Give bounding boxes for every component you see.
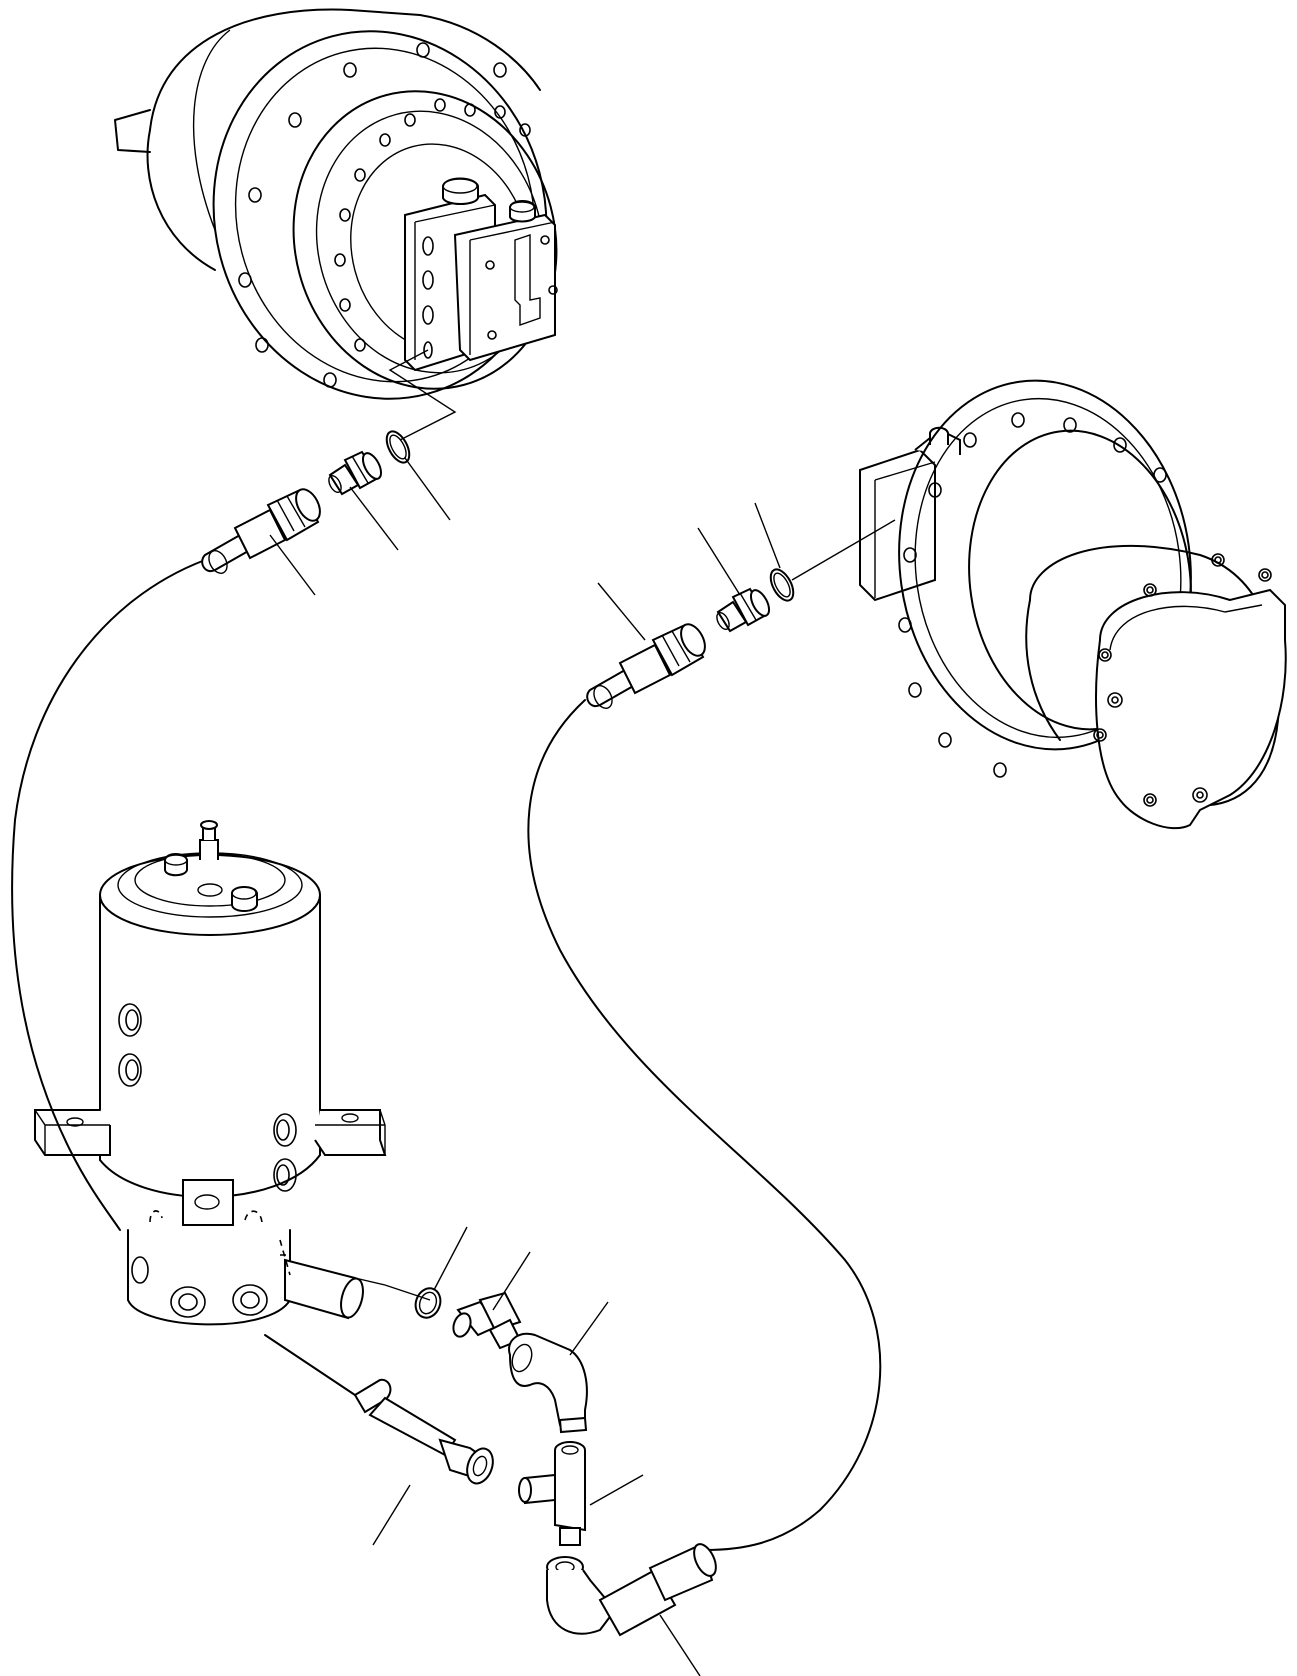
- elbow-upper: [508, 1332, 588, 1434]
- o-ring-swivel: [414, 1287, 442, 1319]
- tee-fitting: [518, 1441, 586, 1546]
- callout-leader: [269, 534, 316, 596]
- hose-right: [527, 699, 882, 1551]
- callout-leader: [372, 1484, 411, 1546]
- connector-swivel: [452, 1291, 522, 1350]
- o-ring-left: [385, 430, 411, 464]
- hose-swivel-to-tee: [264, 1334, 356, 1396]
- hose-fitting-swivel: [353, 1378, 494, 1485]
- elbow-lower: [546, 1556, 617, 1635]
- callout-leader: [569, 1301, 609, 1356]
- hose-left: [11, 559, 206, 1231]
- callout-leader: [589, 1474, 644, 1506]
- callout-leader: [659, 1614, 701, 1676]
- travel-motor-left: [114, 8, 558, 441]
- callout-leader: [754, 502, 781, 569]
- callout-leader: [433, 1226, 468, 1291]
- callout-leader: [492, 1251, 531, 1311]
- travel-motor-right: [859, 379, 1287, 830]
- callout-leader: [697, 527, 741, 596]
- connector-right: [716, 587, 771, 633]
- o-ring-right: [769, 568, 795, 602]
- callout-leaders: [269, 457, 781, 1676]
- hose-fitting-left: [201, 488, 321, 574]
- hose-fitting-right: [586, 623, 706, 709]
- assembly-line-right: [791, 519, 896, 581]
- hose-fitting-lower: [598, 1543, 717, 1637]
- callout-leader: [404, 457, 451, 521]
- connector-left: [328, 450, 383, 496]
- callout-leader: [349, 486, 399, 551]
- swivel-joint: [34, 820, 431, 1326]
- callout-leader: [597, 582, 646, 641]
